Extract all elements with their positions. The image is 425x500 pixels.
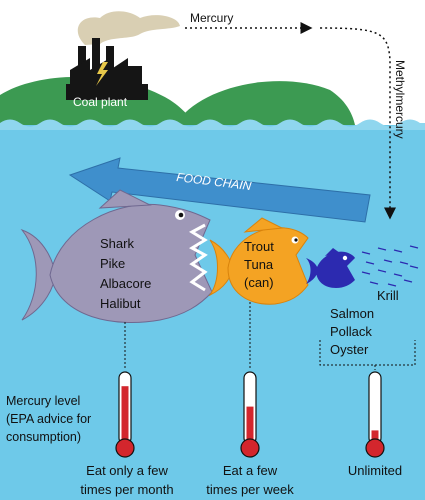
large-fish (20, 189, 213, 323)
medium-fish-species: Trout Tuna (can) (244, 239, 274, 290)
legend-line: (EPA advice for (6, 412, 91, 426)
methylmercury-path (319, 27, 396, 220)
medium-fish (208, 217, 309, 305)
advice-low: Unlimited (348, 463, 402, 478)
small-fish-bracket (319, 340, 416, 366)
factory-icon (66, 38, 148, 100)
smoke-cloud (77, 11, 180, 45)
species-label: Tuna (244, 257, 274, 272)
species-label: Oyster (330, 342, 369, 357)
species-label: (can) (244, 275, 274, 290)
mercury-legend: Mercury level (EPA advice for consumptio… (6, 394, 91, 444)
small-fish (306, 248, 355, 288)
food-chain-arrow: FOOD CHAIN (68, 157, 371, 223)
species-label: Trout (244, 239, 274, 254)
mercury-label: Mercury (190, 11, 233, 25)
small-fish-species: Salmon Pollack Oyster (330, 306, 374, 357)
krill-label: Krill (377, 288, 399, 303)
species-label: Pollack (330, 324, 372, 339)
species-label: Pike (100, 256, 125, 271)
advice-medium: Eat a few times per week (206, 463, 294, 497)
methylmercury-label: Methylmercury (393, 60, 407, 139)
legend-line: Mercury level (6, 394, 80, 408)
advice-line: Eat a few (223, 463, 278, 478)
species-label: Shark (100, 236, 134, 251)
coal-plant-label: Coal plant (73, 95, 128, 109)
legend-line: consumption) (6, 430, 81, 444)
lightning-icon (96, 62, 108, 86)
thermometer-icon (115, 371, 135, 458)
thermometer-icon (240, 371, 260, 458)
wave-line (0, 119, 425, 130)
hill-right (175, 81, 355, 125)
advice-line: times per week (206, 482, 294, 497)
krill-swarm (361, 245, 419, 287)
thermometer-icon (365, 371, 385, 458)
advice-line: Unlimited (348, 463, 402, 478)
species-label: Salmon (330, 306, 374, 321)
species-label: Albacore (100, 276, 151, 291)
large-fish-species: Shark Pike Albacore Halibut (100, 236, 151, 311)
species-label: Halibut (100, 296, 141, 311)
advice-line: Eat only a few (86, 463, 168, 478)
advice-line: times per month (80, 482, 173, 497)
advice-high: Eat only a few times per month (80, 463, 173, 497)
